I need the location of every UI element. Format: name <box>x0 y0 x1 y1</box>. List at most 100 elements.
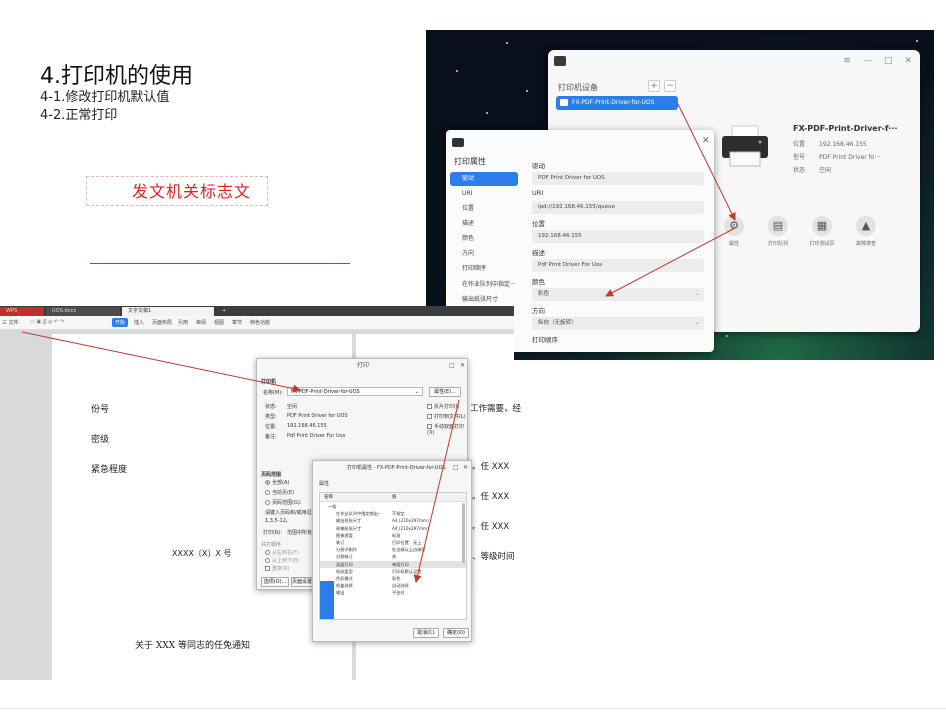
table-row[interactable]: 色彩模式彩色 <box>336 576 401 581</box>
add-printer-button[interactable]: + <box>648 80 660 92</box>
table-row[interactable]: 在作业队列中指定输出···不指定 <box>336 511 405 517</box>
nav-paper-size[interactable]: 输出纸张尺寸 <box>462 296 499 303</box>
maximize-icon[interactable]: □ <box>453 464 459 471</box>
test-page-action[interactable]: ▦打印测试页 <box>800 216 844 247</box>
range-current-radio[interactable]: 当前页(E) <box>265 489 294 496</box>
table-row[interactable]: 一般 <box>328 504 337 509</box>
scrollbar[interactable] <box>462 503 465 563</box>
table-row[interactable]: 分册子制作在边缘以上边缘打 <box>336 547 426 553</box>
doc-urgency: 紧急程度 <box>91 465 128 475</box>
new-tab-button[interactable]: + <box>222 308 227 314</box>
menu-insert[interactable]: 插入 <box>134 320 145 326</box>
order-repeat-checkbox[interactable]: 重复(R) <box>265 565 289 572</box>
table-row[interactable]: 纸张类型打印机默认设置 <box>336 568 422 574</box>
troubleshoot-action[interactable]: ▲故障排查 <box>844 216 888 247</box>
menu-chapter[interactable]: 章节 <box>232 320 243 326</box>
nav-location[interactable]: 位置 <box>462 205 475 212</box>
orientation-select[interactable]: 纵向（无旋转）⌄ <box>532 317 704 330</box>
cancel-button[interactable]: 取消(C) <box>413 628 439 638</box>
quick-access-icons[interactable]: ▭ ▣ ⎙ ◎ ↶ ↷ <box>30 319 65 325</box>
nav-print-order[interactable]: 打印顺序 <box>462 265 487 272</box>
maximize-icon[interactable]: □ <box>449 362 455 369</box>
minimize-icon[interactable]: — <box>862 56 872 66</box>
menu-layout[interactable]: 页面布局 <box>152 320 173 326</box>
range-pages-radio[interactable]: 页码范围(G): <box>265 499 301 506</box>
doc-secret-level: 密级 <box>91 435 110 445</box>
properties-heading: 打印属性 <box>454 157 486 166</box>
tab-uos-docx[interactable]: UOS.docx <box>46 307 120 316</box>
table-row[interactable]: 装订打印位置：无上 <box>336 540 422 545</box>
menu-view[interactable]: 视图 <box>214 320 225 326</box>
doc-right-text-1: 工作需要，经 <box>470 404 522 414</box>
table-row[interactable]: 图像透度标准 <box>336 532 401 538</box>
printer-name-select[interactable]: FX-PDF-Print-Driver-for-UOS⌄ <box>287 387 423 396</box>
slide-subtitle-2: 4-2.正常打印 <box>40 108 118 123</box>
table-row[interactable]: 输出平台往 <box>336 590 405 596</box>
uri-field[interactable]: lpd://192.168.46.155/queue <box>532 201 704 214</box>
range-all-radio[interactable]: 全部(A) <box>265 479 289 486</box>
manual-duplex-checkbox[interactable]: 手动双面打印(X) <box>427 424 465 436</box>
table-row[interactable]: 纸盒选择自动选择 <box>336 583 409 589</box>
close-icon[interactable]: ✕ <box>702 136 710 146</box>
menu-icon[interactable]: ≡ <box>843 56 851 66</box>
page-setup-button[interactable]: 页面设置 <box>291 577 313 587</box>
table-row-selected[interactable]: 双面打印单面打印 <box>320 560 466 568</box>
remove-printer-button[interactable]: − <box>664 80 676 92</box>
close-icon[interactable]: ✕ <box>904 56 912 66</box>
type-value: PDF Print Driver for UOS <box>287 413 348 419</box>
print-to-file-checkbox[interactable]: 打印到文件(L) <box>427 413 466 420</box>
options-button[interactable]: 选项(O)... <box>261 577 289 587</box>
warning-icon: ▲ <box>856 216 876 236</box>
print-queue-action[interactable]: ▤打印队列 <box>756 216 800 247</box>
chevron-down-icon: ⌄ <box>695 320 700 326</box>
footer-divider <box>0 708 946 709</box>
ok-button[interactable]: 确定(O) <box>443 628 469 638</box>
column-name-header[interactable]: 名称 <box>324 495 333 500</box>
nav-description[interactable]: 描述 <box>462 220 475 227</box>
nav-queue-output[interactable]: 在作业队列中指定··· <box>462 281 516 288</box>
doc-red-header: 发文机关标志文 <box>132 182 252 201</box>
nav-orientation[interactable]: 方向 <box>462 250 475 257</box>
order-top-bottom-radio[interactable]: 从上到下(B) <box>265 557 299 564</box>
doc-copy-number: 份号 <box>91 405 110 415</box>
printer-properties-title: 打印机属性 - FX-PDF-Print-Driver-for-UOS <box>347 465 446 471</box>
nav-color[interactable]: 颜色 <box>462 235 475 242</box>
properties-tab[interactable]: 属性 <box>319 481 330 487</box>
nav-uri[interactable]: URI <box>462 190 473 197</box>
menu-features[interactable]: 特色功能 <box>250 320 271 326</box>
table-row[interactable]: 分割装订关 <box>336 554 397 560</box>
order-left-right-radio[interactable]: 从左到右(F) <box>265 549 299 556</box>
printer-properties-button[interactable]: 属性(E)... <box>429 387 461 397</box>
range-hint-1: 请键入页码和/或用逗号分 <box>265 510 322 516</box>
column-value-header[interactable]: 值 <box>392 495 397 500</box>
close-icon[interactable]: ✕ <box>463 464 469 471</box>
properties-action[interactable]: ⚙属性 <box>712 216 756 247</box>
doc-red-header-box <box>86 176 268 206</box>
tab-wps[interactable]: WPS <box>0 307 44 316</box>
description-field[interactable]: Pdf Print Driver For Uos <box>532 259 704 272</box>
comment-label: 备注: <box>265 434 277 440</box>
print-scope-select[interactable]: 范围中所有页 <box>287 530 318 536</box>
location-field[interactable]: 192.168.46.155 <box>532 230 704 243</box>
location-label: 位置 <box>532 220 545 228</box>
printer-name: FX-PDF-Print-Driver-f··· <box>793 124 898 133</box>
page-range-label: 页码范围 <box>261 472 282 478</box>
maximize-icon[interactable]: □ <box>883 56 893 66</box>
menu-references[interactable]: 引用 <box>178 320 189 326</box>
doc-red-line <box>90 263 350 264</box>
type-label: 类型: <box>265 414 277 420</box>
file-menu[interactable]: 三 文件 <box>2 320 19 326</box>
tab-current-document[interactable]: 文字文稿1 <box>122 307 214 316</box>
color-select[interactable]: 彩色⌄ <box>532 288 704 301</box>
reverse-print-checkbox[interactable]: 反片打印(I) <box>427 403 459 410</box>
menu-home[interactable]: 开始 <box>112 318 129 327</box>
nav-driver[interactable]: 驱动 <box>450 172 518 186</box>
printer-device-item[interactable]: FX-PDF-Print-Driver-for-UOS <box>556 96 678 110</box>
close-icon[interactable]: ✕ <box>460 362 466 369</box>
menu-review[interactable]: 审阅 <box>196 320 207 326</box>
driver-field[interactable]: PDF Print Driver for UOS <box>532 172 704 185</box>
